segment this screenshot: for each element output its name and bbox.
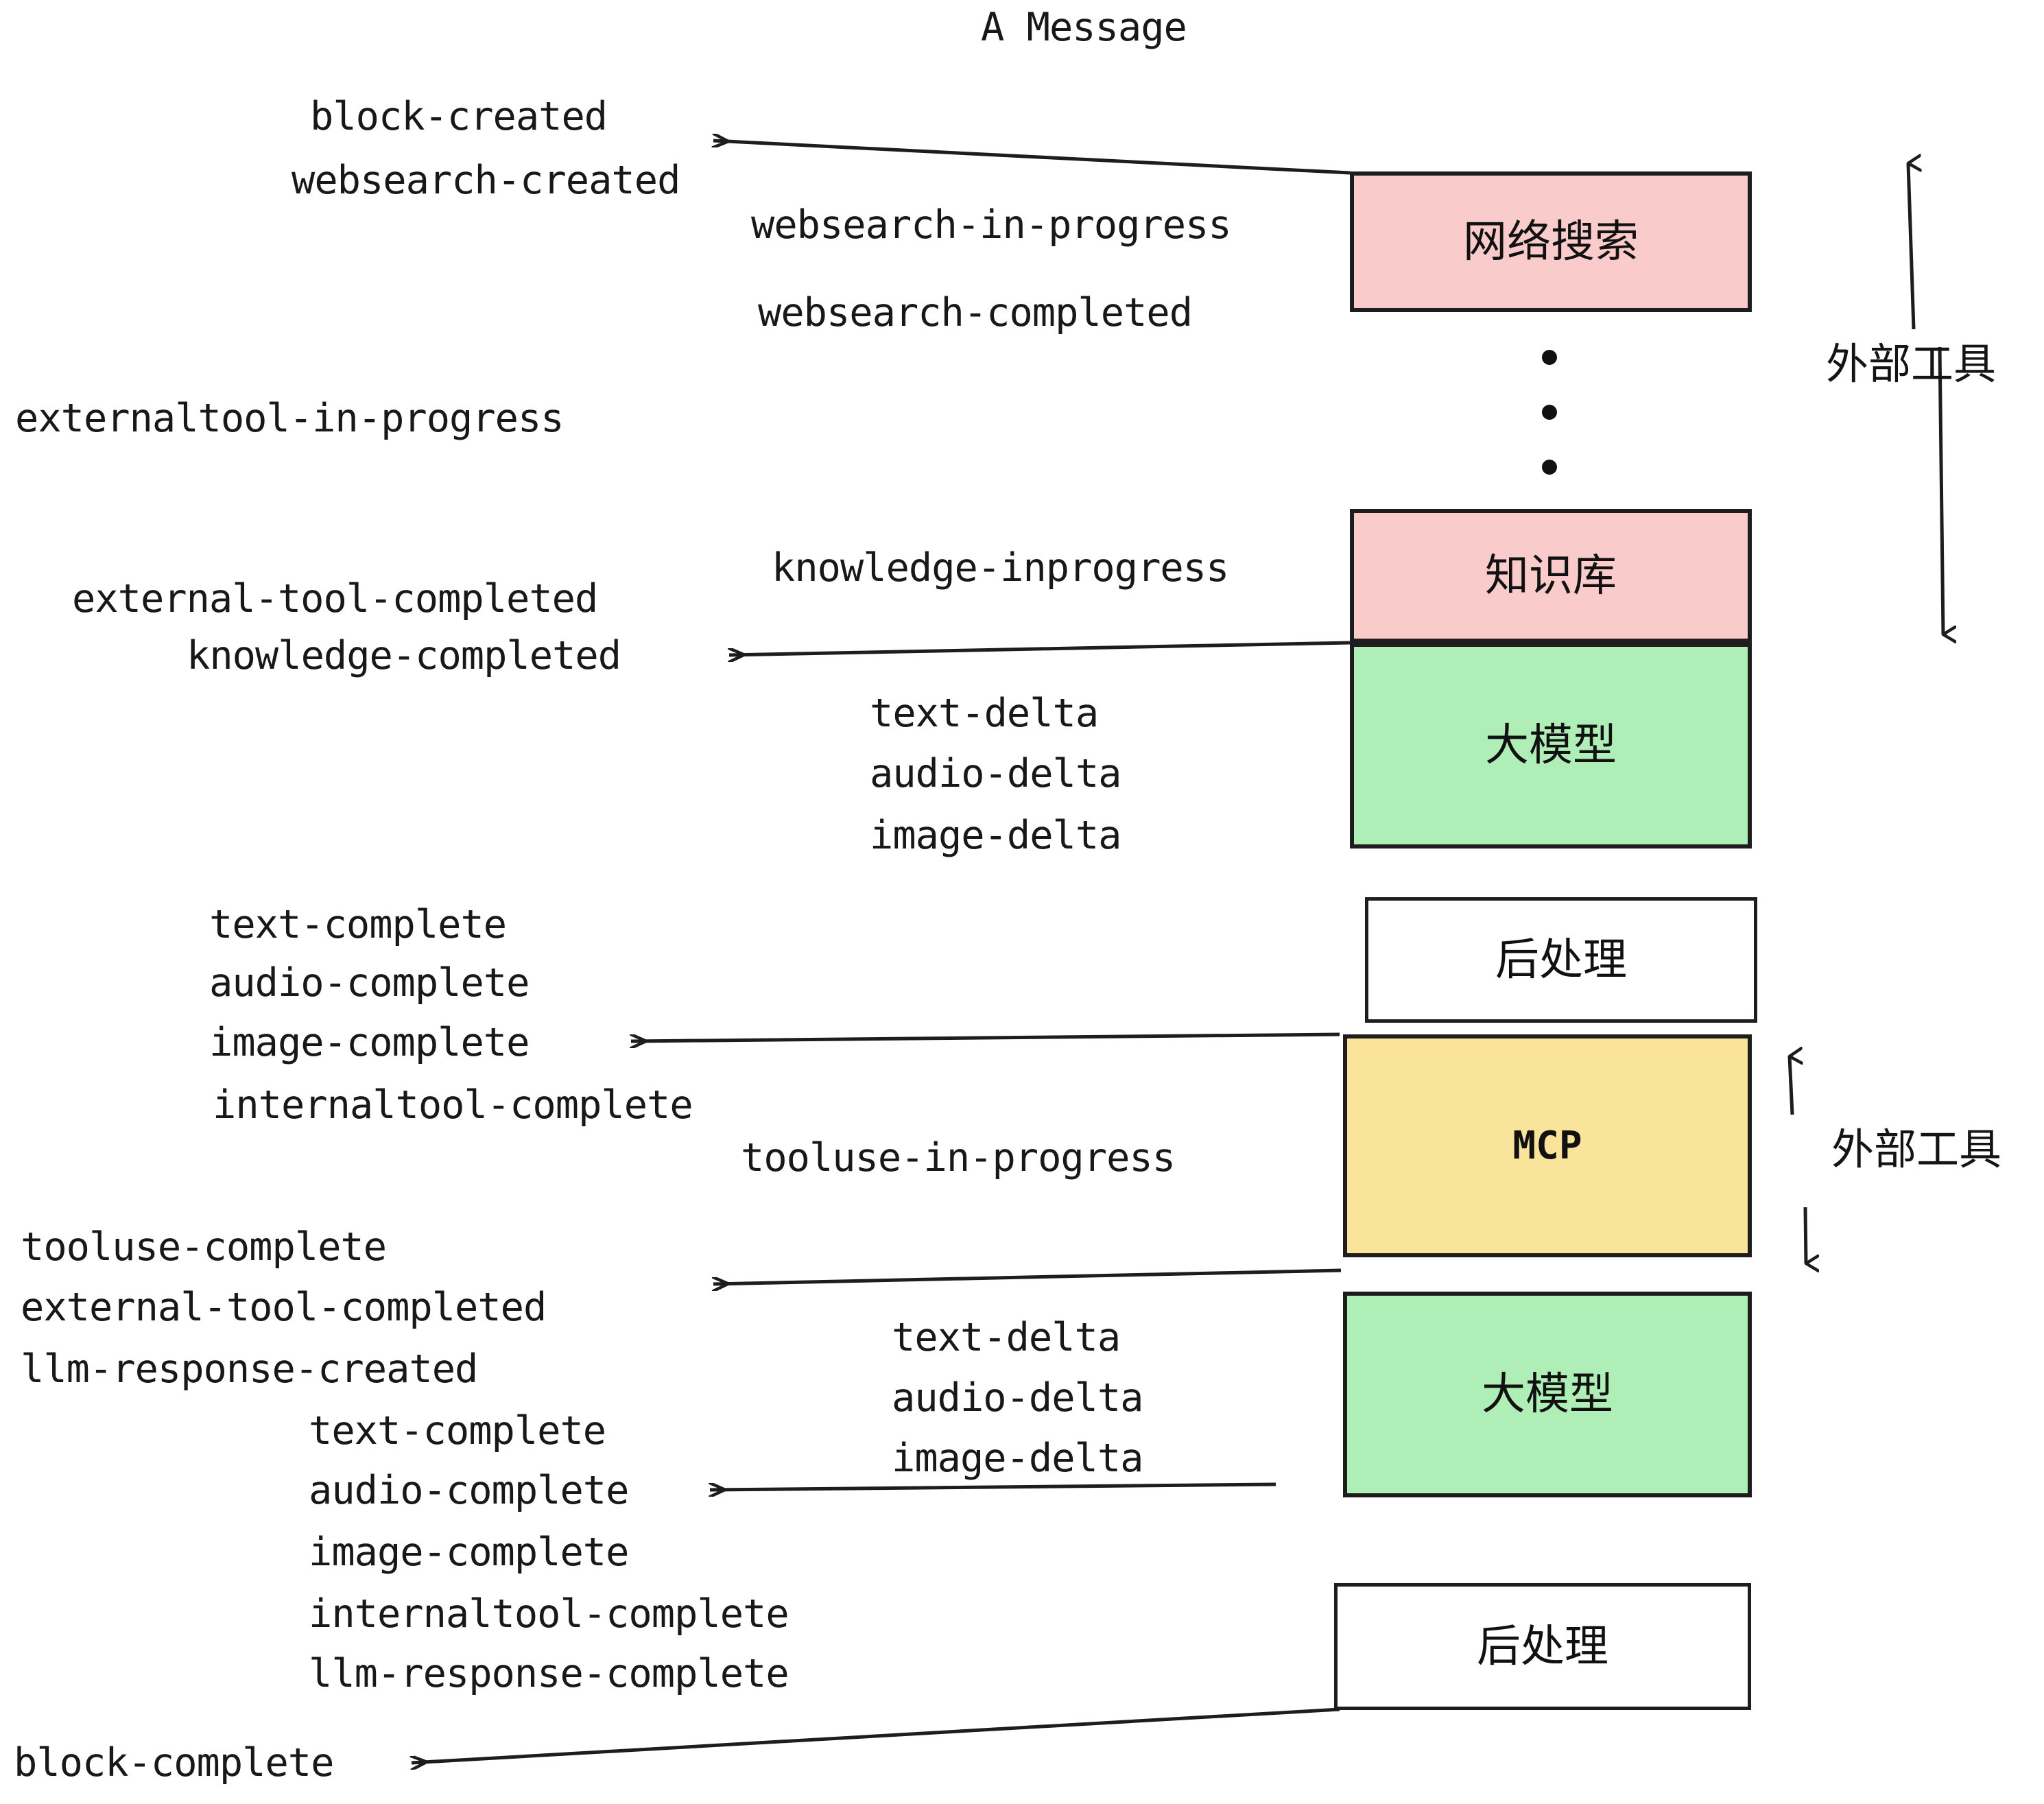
node-knowledgebase[interactable]: 知识库 [1350,509,1752,643]
event-text-delta-1: text-delta [870,691,1099,736]
event-knowledge-completed: knowledge-completed [187,633,621,678]
node-postprocess-1[interactable]: 后处理 [1365,897,1757,1023]
node-websearch[interactable]: 网络搜索 [1350,171,1752,312]
event-image-delta-2: image-delta [892,1436,1143,1481]
node-llm-1-label: 大模型 [1485,720,1617,771]
event-external-tool-completed-2: external-tool-completed [21,1285,547,1330]
arrow-postprocess2-to-blockcomplete [412,1707,1340,1763]
external-tool-range-top-down [1938,346,1943,634]
arrow-knowledge-to-completed [729,641,1351,655]
side-label-external-tool-bottom: 外部工具 [1831,1128,2001,1171]
node-llm-2-label: 大模型 [1482,1369,1613,1420]
node-llm-2[interactable]: 大模型 [1343,1292,1752,1497]
arrow-websearch-to-blockcreated [713,141,1351,175]
event-external-tool-completed-1: external-tool-completed [72,576,598,621]
event-websearch-created: websearch-created [292,158,680,203]
event-tooluse-complete: tooluse-complete [21,1224,387,1270]
diagram-title: A Message [981,5,1187,50]
node-postprocess-2-label: 后处理 [1477,1621,1608,1672]
node-mcp[interactable]: MCP [1343,1034,1752,1257]
event-websearch-in-progress: websearch-in-progress [751,202,1232,248]
event-text-complete-1: text-complete [209,902,507,947]
arrow-postprocess1-to-imagecomplete [631,1032,1340,1041]
event-audio-complete-2: audio-complete [309,1468,629,1513]
event-audio-delta-1: audio-delta [870,751,1121,796]
node-llm-1[interactable]: 大模型 [1350,643,1752,848]
arrow-mcp-to-tooluse-complete [713,1268,1342,1284]
event-internaltool-complete-2: internaltool-complete [309,1591,789,1637]
node-knowledgebase-label: 知识库 [1485,550,1617,602]
ellipsis-dot [1542,350,1557,365]
ellipsis-dot [1542,405,1557,420]
event-knowledge-inprogress: knowledge-inprogress [772,545,1229,591]
event-internaltool-complete-1: internaltool-complete [213,1082,693,1128]
arrow-llm2-to-audiocomplete [710,1482,1276,1490]
event-externaltool-in-progress: externaltool-in-progress [15,396,565,441]
event-image-complete-2: image-complete [309,1530,629,1575]
side-label-external-tool-top-text: 外部工具 [1826,339,1997,389]
side-label-external-tool-bottom-text: 外部工具 [1831,1124,2002,1174]
event-block-created: block-created [310,94,608,139]
event-text-complete-2: text-complete [309,1408,606,1453]
ellipsis-dot [1542,460,1557,475]
node-websearch-label: 网络搜索 [1463,216,1639,268]
node-postprocess-2[interactable]: 后处理 [1334,1583,1751,1710]
event-websearch-completed: websearch-completed [758,290,1193,335]
event-text-delta-2: text-delta [892,1315,1121,1360]
event-image-complete-1: image-complete [209,1020,530,1065]
event-llm-response-complete: llm-response-complete [309,1651,789,1696]
external-tool-range-bottom-down [1803,1207,1806,1263]
event-llm-response-created: llm-response-created [21,1346,478,1392]
node-mcp-label: MCP [1512,1123,1582,1168]
external-tool-range-bottom-up [1787,1056,1792,1115]
side-label-external-tool-top: 外部工具 [1826,343,1996,385]
event-tooluse-in-progress: tooluse-in-progress [741,1135,1176,1180]
event-audio-complete-1: audio-complete [209,960,530,1006]
node-postprocess-1-label: 后处理 [1495,934,1627,986]
event-audio-delta-2: audio-delta [892,1375,1143,1421]
event-block-complete: block-complete [14,1740,334,1785]
event-image-delta-1: image-delta [870,813,1121,858]
external-tool-range-top-up [1906,163,1914,330]
